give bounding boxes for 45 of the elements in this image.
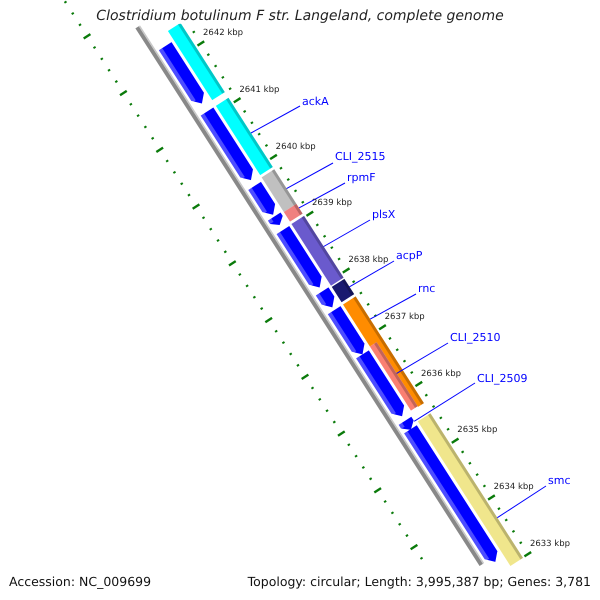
gene-label: CLI_2510 [450,331,501,344]
scale-label: 2642 kbp [203,28,244,38]
reverse-gene-block [248,182,276,215]
gene-label: rnc [418,282,436,295]
reverse-gene-block [268,212,283,226]
gene-block [332,278,354,302]
gene-label: smc [548,474,570,487]
gene-block [291,216,344,286]
leader-line [414,382,476,422]
gene-label: rpmF [347,171,376,184]
reverse-gene-block [276,226,322,288]
leader-line [286,162,334,190]
reverse-gene-block [316,287,334,308]
leader-line [349,260,394,288]
scale-label: 2641 kbp [239,84,280,95]
gene-label: acpP [396,249,422,262]
scale-label: 2638 kbp [348,255,388,265]
accession-text: Accession: NC_009699 [9,574,152,590]
gene-block [216,98,273,176]
gene-label: CLI_2509 [477,372,528,385]
leader-line [496,486,546,518]
reverse-gene-block [356,350,404,416]
leader-line [250,106,300,134]
gene-label: CLI_2515 [335,150,386,163]
scale-label: 2637 kbp [384,312,425,322]
leader-line [323,220,370,247]
gene-block [168,22,225,100]
scale-label: 2640 kbp [276,142,316,152]
genome-stats-text: Topology: circular; Length: 3,995,387 bp; Genes: 3,781 [248,574,591,590]
scale-label: 2634 kbp [494,482,534,492]
reverse-gene-block [158,42,204,104]
gene-block [370,342,418,411]
gene-block [284,204,303,222]
scale-label: 2635 kbp [457,425,498,436]
gene-block [262,169,296,212]
scale-label: 2639 kbp [312,198,352,208]
reverse-gene-block [200,108,253,180]
scale-label: 2636 kbp [420,368,462,378]
title: Clostridium botulinum F str. Langeland, complete genome [94,8,506,24]
gene-label: ackA [302,95,329,108]
leader-line [370,294,416,320]
gene-label: plsX [372,208,396,221]
leader-line [396,342,448,374]
reverse-gene-block [328,306,364,354]
reverse-gene-block [398,416,414,430]
